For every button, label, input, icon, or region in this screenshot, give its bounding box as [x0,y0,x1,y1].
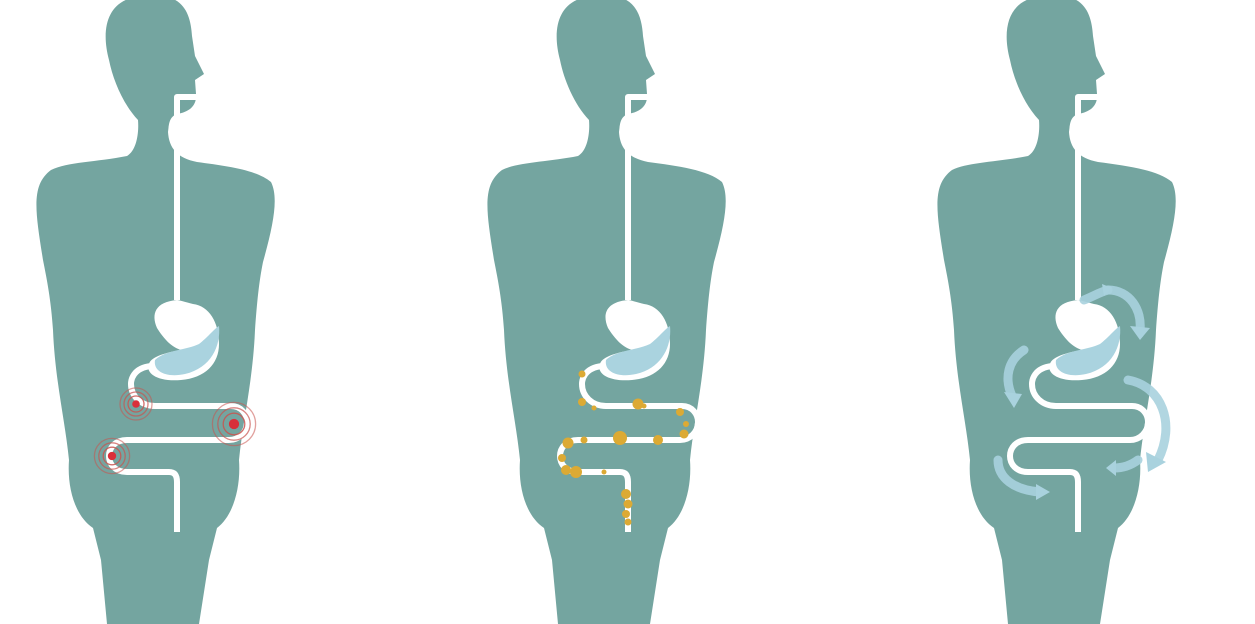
particle-dot [683,421,689,427]
particle-dot [581,437,588,444]
particle-dot [561,465,571,475]
particle-dot [602,470,607,475]
panel-motion [937,0,1175,624]
particle-dot [621,489,631,499]
particle-dot [578,398,586,406]
particle-dot [625,519,632,526]
particle-dot [676,408,684,416]
panel-particles [487,0,725,624]
particle-dot [558,454,566,462]
particle-dot [592,406,597,411]
particle-dot [613,431,627,445]
particle-dot [570,466,582,478]
pain-dot [132,400,140,408]
pain-dot [108,452,116,460]
pain-dot [229,419,239,429]
particle-dot [642,404,647,409]
particle-dot [579,371,586,378]
particle-dot [680,430,689,439]
particle-dot [622,510,630,518]
particle-dot [563,438,574,449]
panel-pain [36,0,274,624]
particle-dot [633,399,644,410]
particle-dot [653,435,663,445]
particle-dot [624,500,633,509]
